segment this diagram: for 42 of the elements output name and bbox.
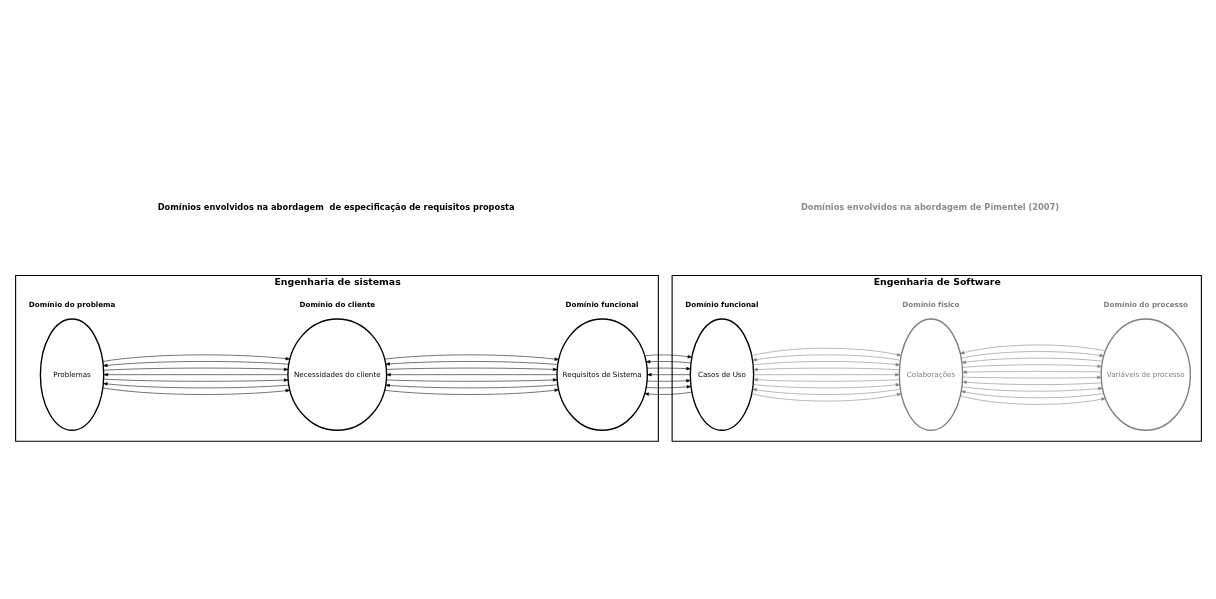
arrow: [384, 383, 558, 389]
arrow: [102, 387, 290, 395]
arrow: [385, 373, 557, 377]
arrow: [385, 378, 557, 382]
label: Domínios envolvidos na abordagem de Pimentel (2007): [800, 202, 1059, 213]
arrow: [752, 373, 900, 377]
arrow: [961, 357, 1103, 364]
arrow: [752, 367, 900, 372]
arrow: [751, 393, 901, 402]
arrow: [752, 378, 900, 382]
arrow: [961, 364, 1102, 368]
arrow: [646, 379, 691, 383]
arrow: [384, 361, 558, 366]
arrow: [752, 383, 900, 389]
arrow: [960, 390, 1104, 399]
arrow: [383, 388, 559, 395]
arrow: [751, 388, 901, 395]
arrow: [960, 351, 1104, 359]
arrow: [962, 375, 1101, 380]
arrow: [102, 367, 288, 371]
arrow: [643, 354, 692, 359]
arrow: [962, 370, 1101, 374]
arrow: [645, 385, 691, 389]
arrow: [102, 382, 289, 389]
arrow: [102, 378, 288, 382]
arrow: [751, 347, 901, 357]
label: Domínios envolvidos na abordagem de especificação de requisitos proposta: [157, 202, 515, 213]
arrow: [751, 354, 901, 362]
arrow: [102, 361, 289, 367]
arrow: [959, 344, 1106, 355]
arrow: [645, 360, 691, 364]
arrow: [385, 367, 557, 372]
arrow: [643, 391, 692, 396]
arrow: [102, 354, 290, 362]
arrow: [752, 361, 900, 367]
arrow: [103, 373, 288, 377]
arrow: [959, 395, 1106, 405]
arrow: [961, 380, 1102, 385]
arrow: [961, 386, 1103, 392]
arrow: [646, 373, 690, 377]
arrow: [646, 366, 691, 371]
arrow: [383, 354, 559, 361]
